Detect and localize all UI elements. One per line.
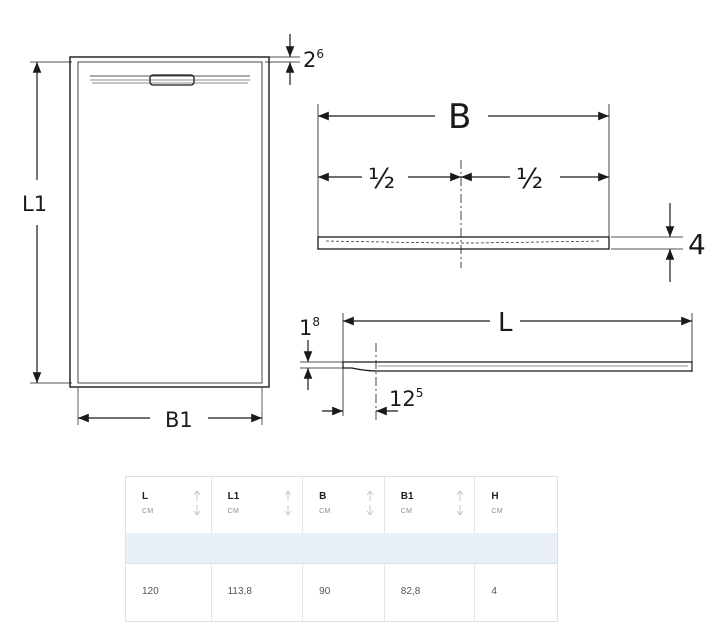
table-cell-B1: 82,8 [385, 564, 476, 621]
column-header-H[interactable]: H CM [475, 477, 557, 533]
tray-front-section [317, 236, 610, 250]
sort-arrows-icon[interactable] [366, 490, 374, 516]
table-cell-H: 4 [475, 564, 557, 621]
table-row: 120 113,8 90 82,8 4 [126, 563, 557, 621]
table-header-row: L CM L1 CM B CM B1 CM H CM [126, 477, 557, 533]
B1-label: B1 [165, 408, 193, 432]
table-cell-B: 90 [303, 564, 385, 621]
tray-side-section [342, 361, 693, 372]
half-left-label: ½ [368, 162, 395, 195]
column-unit: CM [491, 508, 503, 515]
table-cell-L: 120 [126, 564, 212, 621]
sort-arrows-icon[interactable] [456, 490, 464, 516]
B-label: B [448, 97, 471, 137]
cell-value: 120 [142, 586, 159, 597]
table-cell-L1: 113,8 [212, 564, 304, 621]
drain-cover [149, 74, 195, 86]
tray-outline-top-view [69, 56, 270, 388]
column-unit: CM [400, 508, 413, 515]
column-header-B[interactable]: B CM [303, 477, 385, 533]
table-filter-band [126, 533, 557, 563]
tray-inner-rim [77, 61, 263, 384]
rim-label: 26 [303, 47, 324, 72]
column-unit: CM [319, 508, 331, 515]
column-title: B1 [400, 491, 414, 502]
height-label: 4 [688, 228, 706, 261]
drain-offset-label: 125 [389, 386, 423, 411]
column-unit: CM [227, 508, 240, 515]
cell-value: 4 [491, 586, 497, 597]
sort-arrows-icon[interactable] [193, 490, 201, 516]
cell-value: 82,8 [400, 586, 421, 597]
cell-value: 90 [319, 586, 331, 597]
column-title: B [319, 491, 327, 502]
sort-arrows-icon[interactable] [284, 490, 292, 516]
column-unit: CM [142, 508, 154, 515]
column-header-L[interactable]: L CM [126, 477, 212, 533]
column-title: L1 [227, 491, 240, 502]
technical-drawing: 26 L1 B1 B ½ ½ 4 18 L 125 [22, 34, 706, 432]
drain-depth-label: 18 [299, 315, 320, 340]
half-right-label: ½ [516, 162, 543, 195]
column-header-B1[interactable]: B1 CM [385, 477, 476, 533]
column-header-L1[interactable]: L1 CM [212, 477, 304, 533]
cell-value: 113,8 [227, 586, 252, 597]
L-label: L [498, 308, 513, 338]
dimension-table: L CM L1 CM B CM B1 CM H CM 120 113,8 90 … [125, 476, 558, 622]
column-title: H [491, 491, 499, 502]
L1-label: L1 [22, 192, 47, 216]
column-title: L [142, 491, 149, 502]
